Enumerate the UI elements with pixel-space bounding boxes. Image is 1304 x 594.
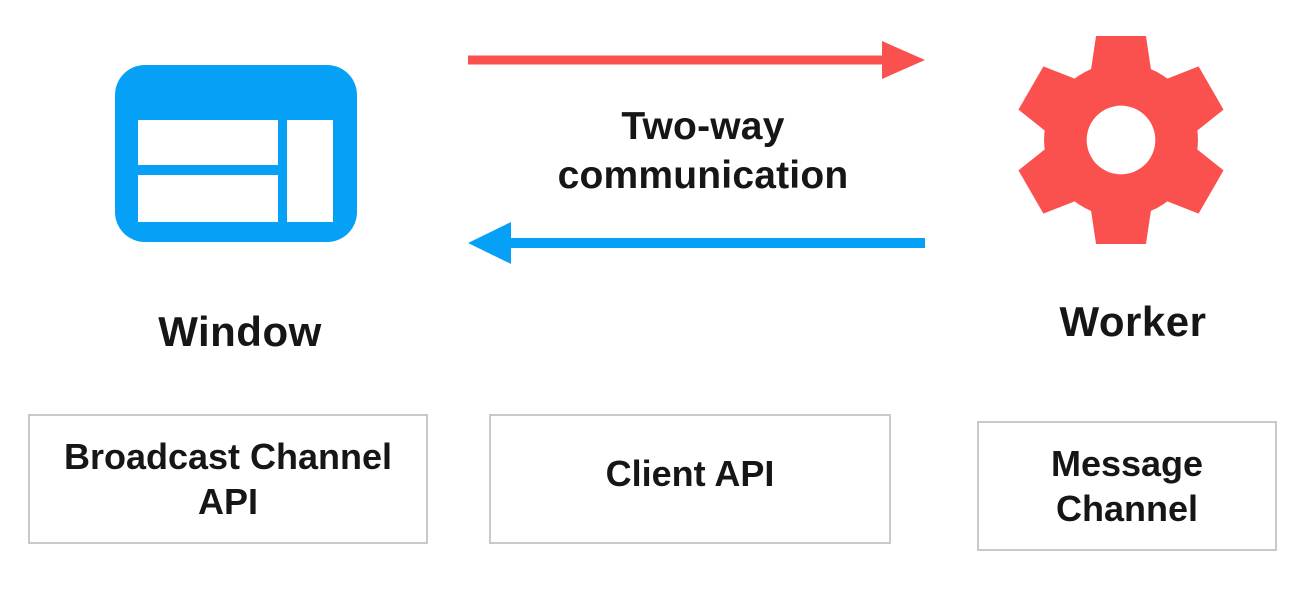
browser-window-icon bbox=[115, 65, 357, 242]
broadcast-channel-api-label: Broadcast Channel API bbox=[63, 436, 393, 522]
client-api-label: Client API bbox=[605, 452, 775, 494]
client-api-box: Client API bbox=[489, 414, 891, 544]
gear-center-hole bbox=[1086, 105, 1156, 175]
two-way-communication-label: Two-way communication bbox=[557, 105, 849, 197]
browser-window-content-bar-bottom bbox=[138, 175, 278, 222]
window-to-worker-arrow bbox=[468, 41, 925, 79]
message-channel-box: Message Channel bbox=[977, 421, 1277, 551]
gear-icon bbox=[1018, 36, 1224, 244]
worker-label: Worker bbox=[1059, 298, 1207, 345]
broadcast-channel-api-box: Broadcast Channel API bbox=[28, 414, 428, 544]
browser-window-sidebar-bar bbox=[287, 120, 333, 222]
worker-to-window-arrow bbox=[468, 222, 925, 264]
message-channel-label: Message Channel bbox=[1050, 443, 1204, 529]
browser-window-content-bar-top bbox=[138, 120, 278, 165]
window-label: Window bbox=[158, 308, 322, 355]
blue-arrow-head bbox=[468, 222, 511, 264]
red-arrow-head bbox=[882, 41, 925, 79]
